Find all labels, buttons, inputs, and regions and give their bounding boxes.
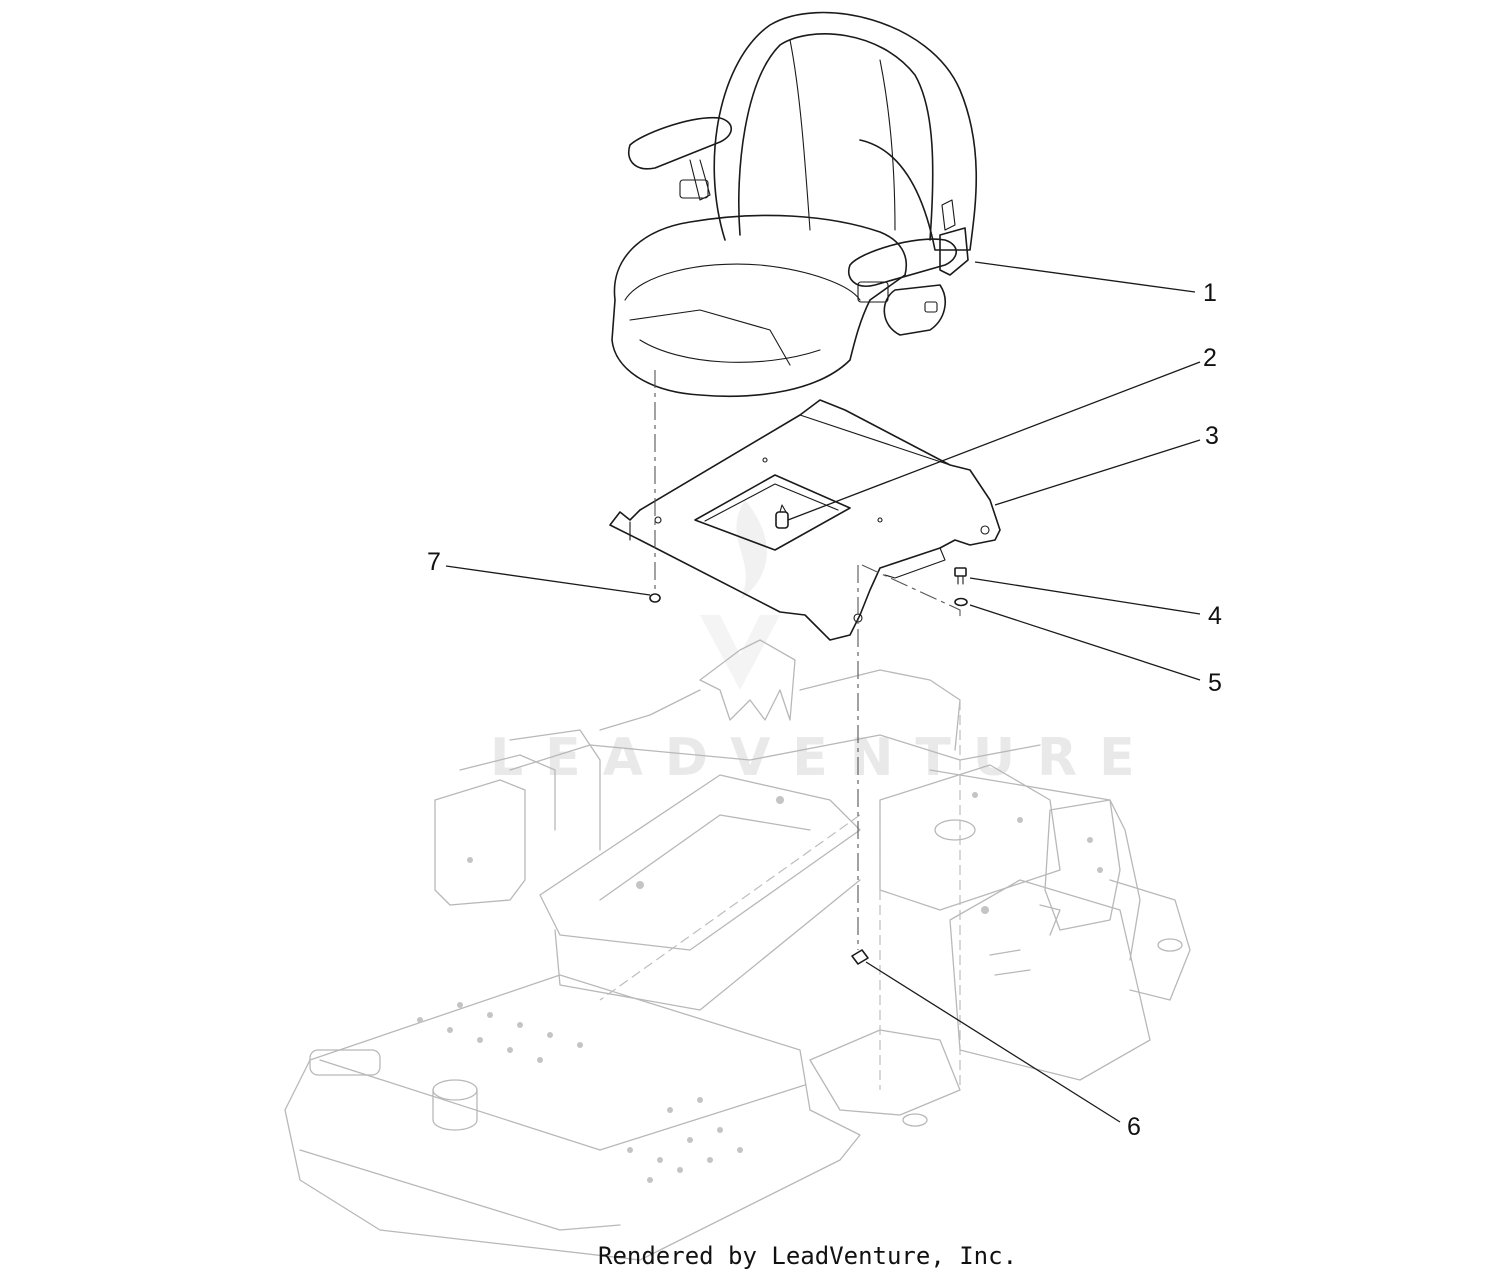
callout-7: 7 [427,548,441,576]
nut-7 [649,593,661,603]
seat-assembly [611,11,977,398]
frame-bolts [467,796,1103,914]
floor-holes [417,1002,743,1183]
callout-1: 1 [1203,279,1217,307]
callout-2: 2 [1203,344,1217,372]
leader-lines [445,261,1201,1123]
seat-mount-plate [609,399,1001,641]
washer-5 [954,597,968,607]
callout-3: 3 [1205,422,1219,450]
callout-4: 4 [1208,602,1222,630]
callout-5: 5 [1208,669,1222,697]
callout-6: 6 [1127,1113,1141,1141]
watermark-text: LEADVENTURE [490,728,1157,788]
bolt-4 [954,567,967,585]
phantom-line-bolt [861,564,961,620]
chassis-frame [284,639,1191,1261]
clip-6 [851,949,869,965]
render-credit: Rendered by LeadVenture, Inc. [598,1242,1017,1270]
seat-switch [775,504,789,529]
watermark-logo [700,500,780,690]
